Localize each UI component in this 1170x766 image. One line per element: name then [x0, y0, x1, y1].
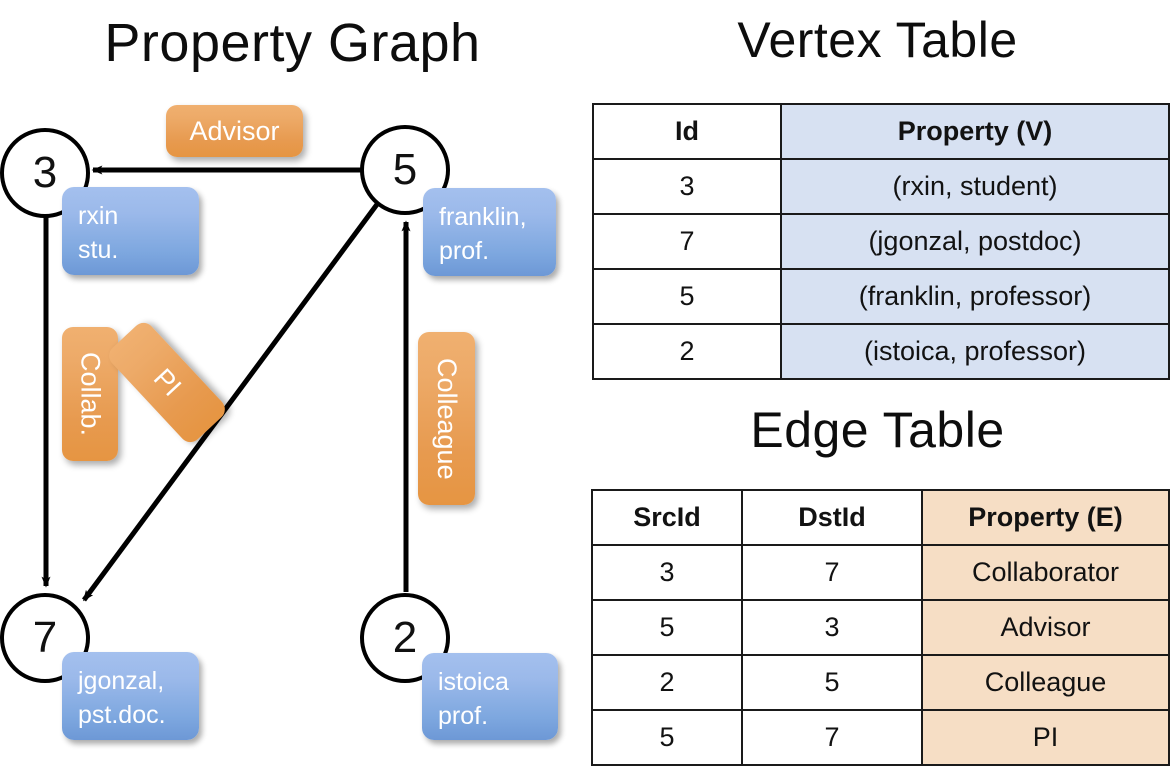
table-row[interactable]: 5 7 PI — [591, 709, 1170, 766]
vertex-row-0-id: 3 — [592, 158, 782, 215]
vertex-row-3-property: (istoica, professor) — [780, 323, 1170, 380]
edge-row-3-dst: 7 — [741, 709, 923, 766]
edge-table: SrcId DstId Property (E) 3 7 Collaborato… — [591, 489, 1170, 766]
graph-node-2-id: 2 — [392, 613, 418, 662]
edge-row-1-src: 5 — [591, 599, 743, 656]
graph-node-3-id: 3 — [32, 148, 58, 197]
page-title-vertex-table: Vertex Table — [737, 12, 1018, 68]
vertex-table-header-id: Id — [592, 103, 782, 160]
edge-row-1-dst: 3 — [741, 599, 923, 656]
vertex-property-badge-3-line2: stu. — [78, 236, 119, 264]
edge-label-badge-colleague: Colleague — [418, 332, 475, 505]
vertex-row-3-id: 2 — [592, 323, 782, 380]
graph-node-2[interactable]: 2 — [360, 593, 450, 683]
vertex-row-1-property: (jgonzal, postdoc) — [780, 213, 1170, 270]
graph-node-7-id: 7 — [32, 613, 58, 662]
graph-edge-lines — [41, 165, 411, 602]
vertex-table-header-row: Id Property (V) — [592, 103, 1170, 160]
edge-table-header-property: Property (E) — [921, 489, 1170, 546]
table-row[interactable]: 5 3 Advisor — [591, 599, 1170, 656]
table-row[interactable]: 3 7 Collaborator — [591, 544, 1170, 601]
edge-row-2-dst: 5 — [741, 654, 923, 711]
vertex-row-0-property: (rxin, student) — [780, 158, 1170, 215]
page-title-edge-table: Edge Table — [750, 402, 1005, 458]
vertex-property-badge-7: jgonzal, pst.doc. — [62, 652, 199, 740]
edge-row-2-property: Colleague — [921, 654, 1170, 711]
edge-row-0-dst: 7 — [741, 544, 923, 601]
table-row[interactable]: 7 (jgonzal, postdoc) — [592, 213, 1170, 270]
edge-table-header-row: SrcId DstId Property (E) — [591, 489, 1170, 546]
vertex-property-badge-5-line1: franklin, — [439, 203, 527, 231]
vertex-property-badge-5: franklin, prof. — [423, 188, 556, 276]
edge-row-0-src: 3 — [591, 544, 743, 601]
edge-table-header-srcid: SrcId — [591, 489, 743, 546]
edge-row-3-src: 5 — [591, 709, 743, 766]
vertex-property-badge-7-line1: jgonzal, — [78, 667, 165, 695]
edge-label-badge-collaborator: Collab. — [62, 327, 118, 461]
edge-row-2-src: 2 — [591, 654, 743, 711]
edge-label-badge-advisor: Advisor — [166, 105, 303, 157]
vertex-property-badge-2: istoica prof. — [422, 653, 558, 740]
table-row[interactable]: 3 (rxin, student) — [592, 158, 1170, 215]
edge-label-badge-pi-text: PI — [147, 362, 188, 402]
table-row[interactable]: 5 (franklin, professor) — [592, 268, 1170, 325]
vertex-property-badge-7-line2: pst.doc. — [78, 701, 166, 729]
graph-node-5[interactable]: 5 — [360, 125, 450, 215]
page-title-property-graph: Property Graph — [104, 13, 481, 73]
vertex-property-badge-5-line2: prof. — [439, 237, 490, 265]
property-graph-diagram: 3 5 7 2 rxin stu. franklin, prof. jgonza… — [0, 0, 585, 760]
edge-row-3-property: PI — [921, 709, 1170, 766]
table-row[interactable]: 2 5 Colleague — [591, 654, 1170, 711]
edge-line-5-to-7 — [81, 201, 381, 602]
graph-node-5-id: 5 — [392, 145, 418, 194]
vertex-table: Id Property (V) 3 (rxin, student) 7 (jgo… — [592, 103, 1170, 380]
vertex-row-2-id: 5 — [592, 268, 782, 325]
vertex-table-header-property: Property (V) — [780, 103, 1170, 160]
vertex-row-2-property: (franklin, professor) — [780, 268, 1170, 325]
edge-row-0-property: Collaborator — [921, 544, 1170, 601]
edge-label-badge-advisor-text: Advisor — [189, 115, 280, 146]
vertex-property-badge-2-line2: prof. — [438, 702, 489, 730]
table-row[interactable]: 2 (istoica, professor) — [592, 323, 1170, 380]
edge-row-1-property: Advisor — [921, 599, 1170, 656]
vertex-property-badge-3: rxin stu. — [62, 187, 199, 275]
vertex-row-1-id: 7 — [592, 213, 782, 270]
edge-label-badge-collaborator-text: Collab. — [75, 351, 106, 437]
edge-label-badge-colleague-text: Colleague — [432, 357, 462, 480]
vertex-property-badge-2-line1: istoica — [438, 668, 509, 696]
vertex-property-badge-3-line1: rxin — [78, 202, 119, 230]
edge-table-header-dstid: DstId — [741, 489, 923, 546]
